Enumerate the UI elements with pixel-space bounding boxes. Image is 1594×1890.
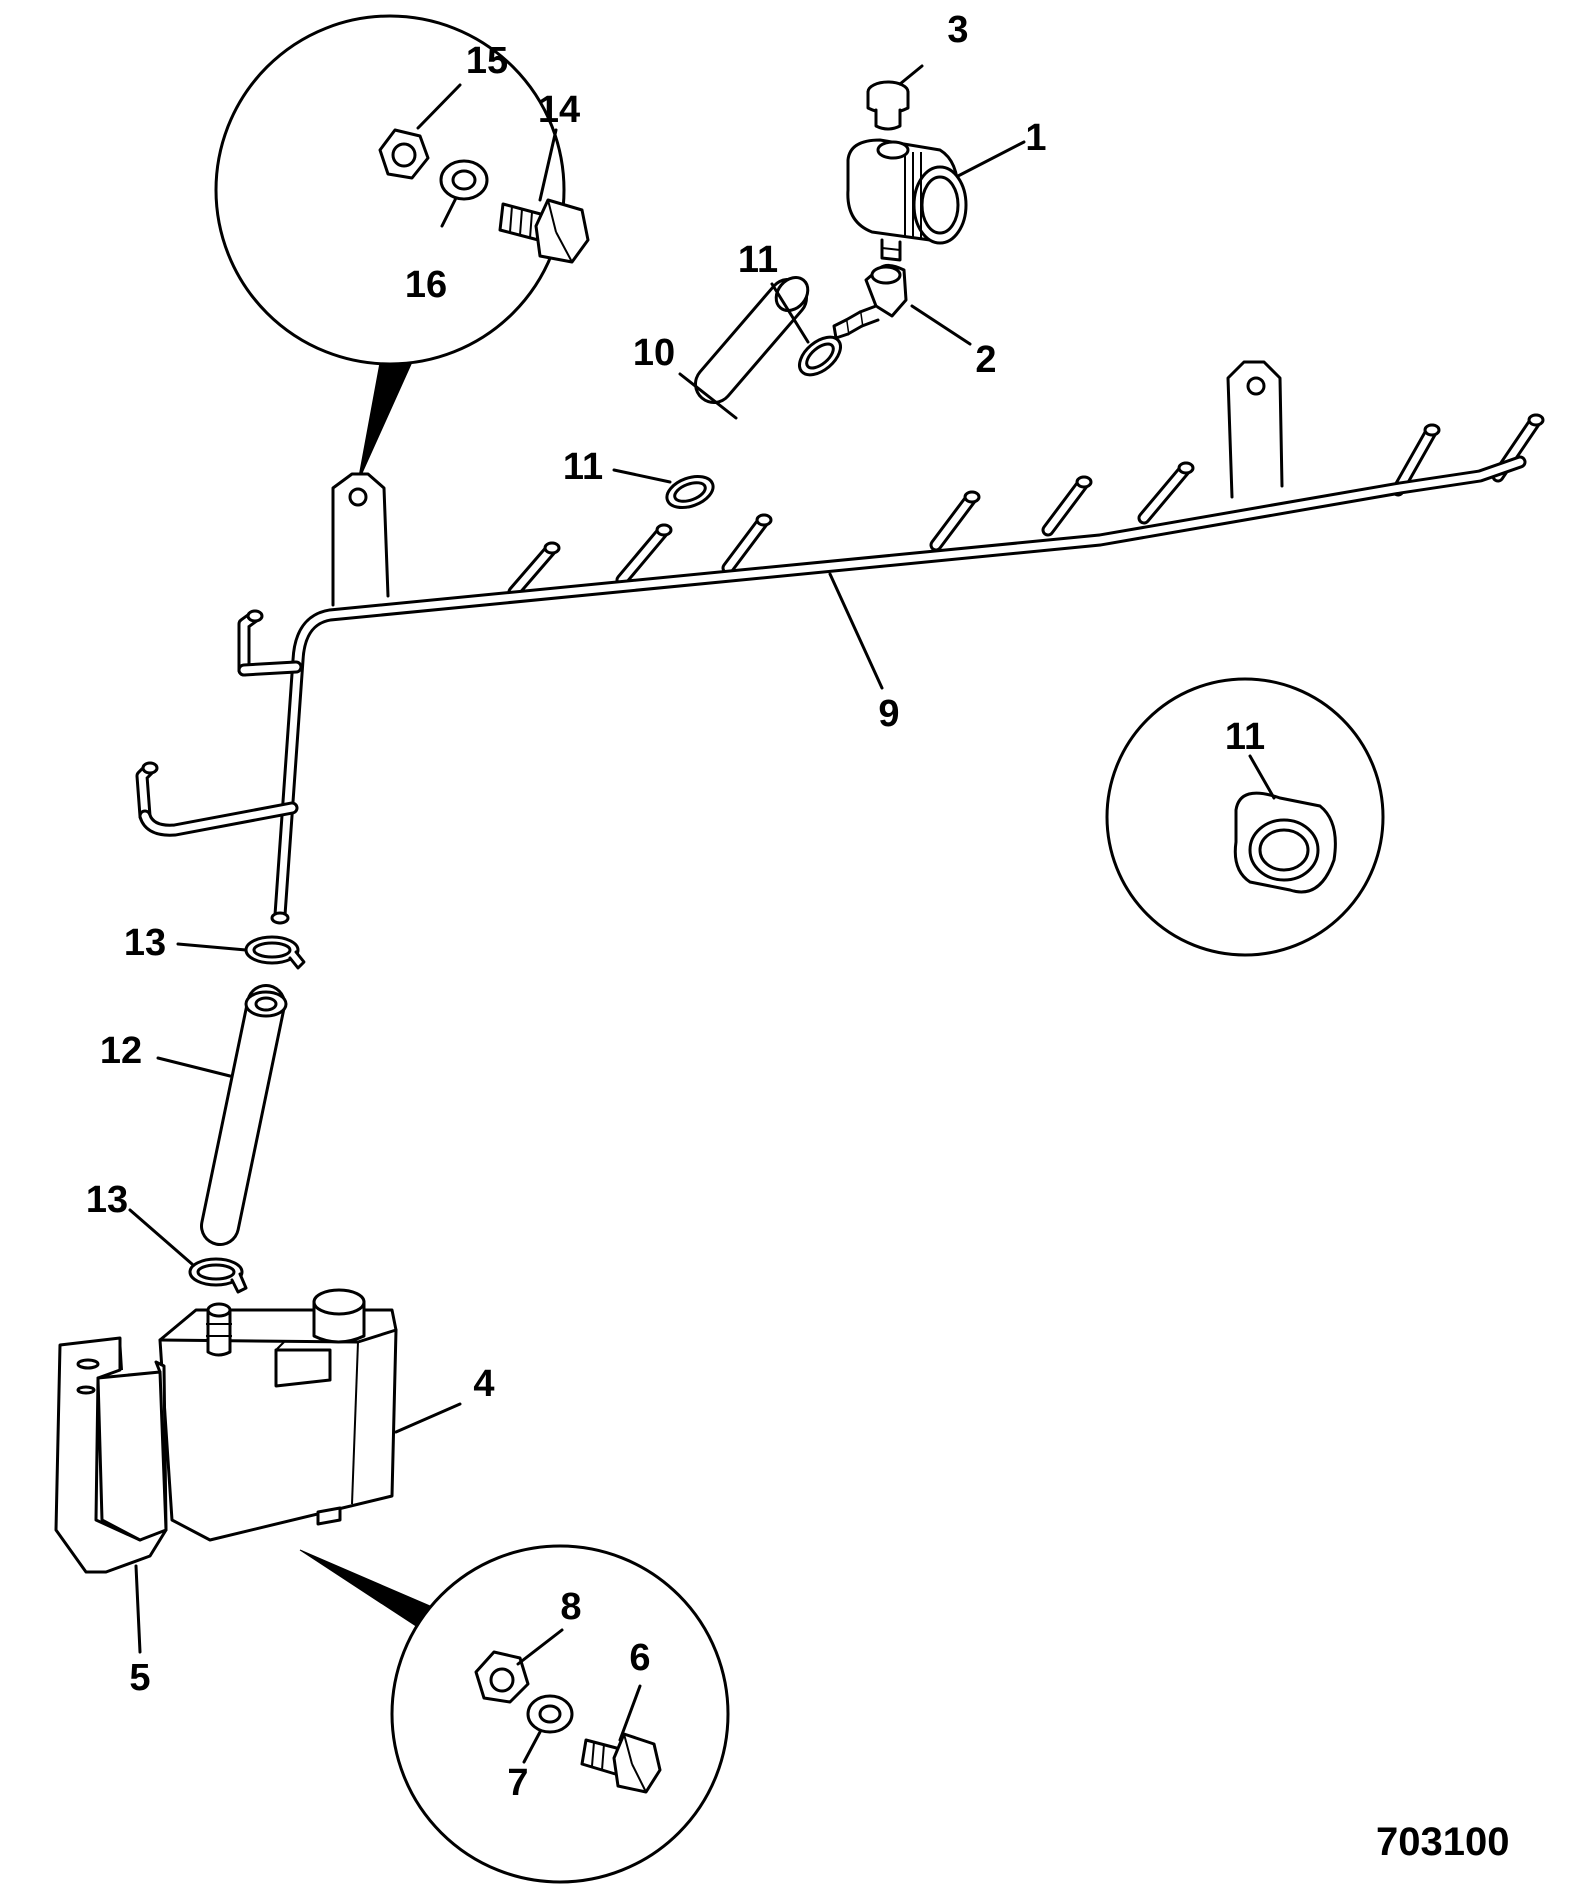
detail-circle-top: 15 14 16 <box>214 14 590 483</box>
callout-12: 12 <box>100 1030 142 1072</box>
hose-clip-13-lower-icon <box>188 1257 248 1294</box>
spray-bar-9 <box>135 360 1545 925</box>
callout-6: 6 <box>629 1637 650 1679</box>
callout-2: 2 <box>975 339 996 381</box>
callout-1: 1 <box>1025 117 1046 159</box>
washer-7-icon <box>526 1694 574 1734</box>
nut-8-icon <box>474 1650 530 1704</box>
callout-5: 5 <box>129 1657 150 1699</box>
figure-number: 703100 <box>1376 1820 1509 1864</box>
detail-pointer-top <box>357 351 413 483</box>
callout-11-left: 11 <box>563 446 603 488</box>
elbow-2-icon <box>832 263 908 340</box>
callout-10: 10 <box>633 332 675 374</box>
nut-15-icon <box>378 128 430 180</box>
nozzle-stubs <box>135 413 1543 823</box>
callout-9: 9 <box>878 693 899 735</box>
mounting-tab-left-icon <box>331 472 390 607</box>
callout-11-top: 11 <box>738 239 778 281</box>
washer-reservoir-4-icon <box>158 1288 398 1542</box>
callout-13-top: 13 <box>124 922 166 964</box>
nozzle-tips <box>141 413 1545 775</box>
hose-clip-11-lower-icon <box>665 474 715 510</box>
hose-10-icon <box>694 276 810 404</box>
callout-13-bottom: 13 <box>86 1179 128 1221</box>
hose-clip-13-upper-icon <box>244 935 306 970</box>
bolt-14-icon <box>498 198 590 264</box>
callout-3: 3 <box>947 9 968 51</box>
detail-circle-bottom: 8 6 7 <box>299 1544 730 1884</box>
detail-circle-right: 11 <box>1105 677 1385 957</box>
hose-clip-11-upper-icon <box>798 335 842 377</box>
callout-11-detail: 11 <box>1225 716 1265 758</box>
bolt-6-icon <box>580 1732 662 1794</box>
t-fitting-1-icon <box>846 138 968 262</box>
callout-14: 14 <box>538 89 580 131</box>
hose-12-icon <box>200 984 288 1246</box>
detail-pointer-bottom <box>299 1549 431 1627</box>
mounting-bracket-5-icon <box>54 1336 168 1574</box>
callout-8: 8 <box>560 1586 581 1628</box>
callout-16: 16 <box>405 264 447 306</box>
plug-3-icon <box>866 80 910 131</box>
callout-7: 7 <box>507 1762 528 1804</box>
callout-15: 15 <box>466 40 508 82</box>
mounting-tab-right-icon <box>1226 360 1284 499</box>
callout-4: 4 <box>473 1363 494 1405</box>
washer-16-icon <box>439 159 489 201</box>
hose-clip-11-detail-icon <box>1233 791 1337 894</box>
